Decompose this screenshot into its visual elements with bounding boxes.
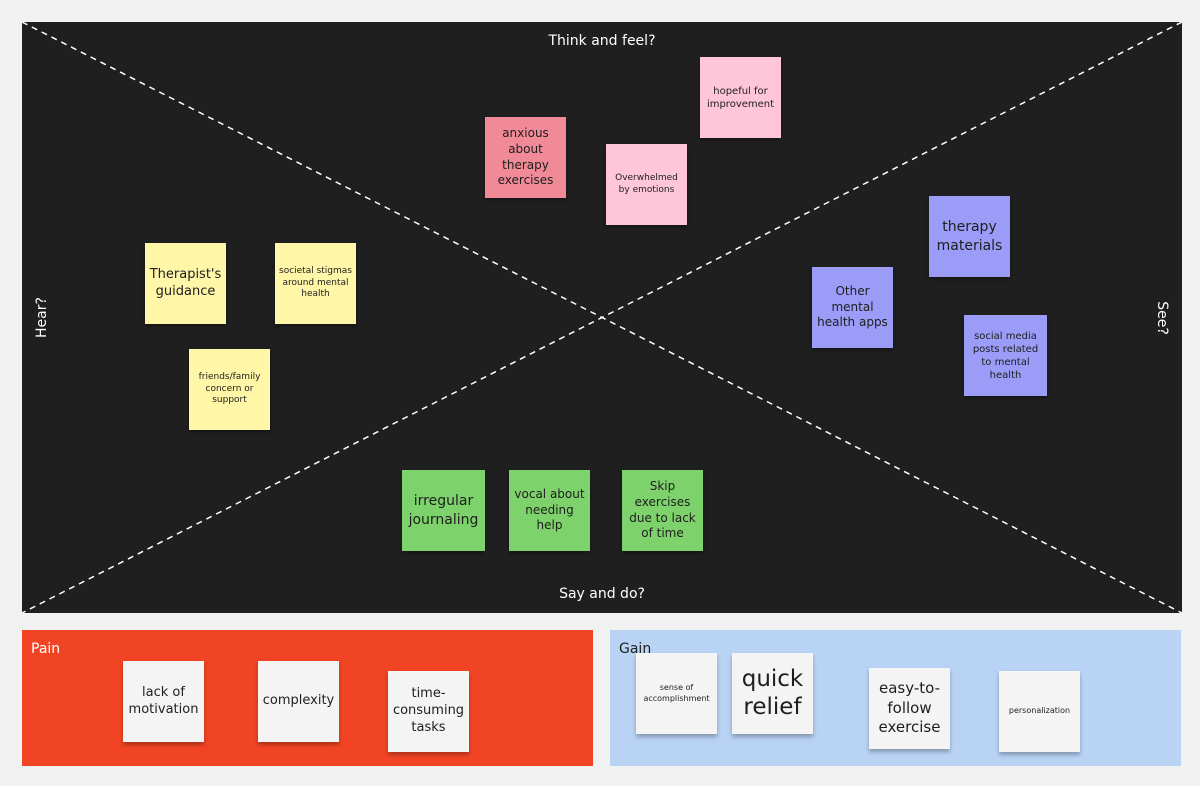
sticky-note[interactable]: hopeful for improvement (700, 57, 781, 138)
diagonal-line-2 (22, 22, 1182, 613)
sticky-note[interactable]: social media posts related to mental hea… (964, 315, 1047, 396)
sticky-note[interactable]: sense of accomplishment (636, 653, 717, 734)
sticky-note[interactable]: Other mental health apps (812, 267, 893, 348)
quadrant-diagonals (22, 22, 1182, 613)
sticky-note[interactable]: personalization (999, 671, 1080, 752)
sticky-note[interactable]: lack of motivation (123, 661, 204, 742)
sticky-note[interactable]: anxious about therapy exercises (485, 117, 566, 198)
sticky-note[interactable]: Skip exercises due to lack of time (622, 470, 703, 551)
sticky-note[interactable]: vocal about needing help (509, 470, 590, 551)
sticky-note[interactable]: friends/family concern or support (189, 349, 270, 430)
empathy-map-board: Think and feel? Say and do? Hear? See? a… (22, 22, 1182, 613)
sticky-note[interactable]: complexity (258, 661, 339, 742)
sticky-note[interactable]: societal stigmas around mental health (275, 243, 356, 324)
sticky-note[interactable]: Overwhelmed by emotions (606, 144, 687, 225)
quadrant-label-say-do: Say and do? (559, 586, 645, 602)
sticky-note[interactable]: easy-to-follow exercise (869, 668, 950, 749)
sticky-note[interactable]: Therapist's guidance (145, 243, 226, 324)
quadrant-label-think-feel: Think and feel? (548, 33, 656, 49)
sticky-note[interactable]: irregular journaling (402, 470, 485, 551)
pain-panel: Pain lack of motivation complexity time-… (22, 630, 593, 766)
pain-title: Pain (31, 641, 61, 657)
quadrant-label-hear: Hear? (34, 297, 50, 338)
sticky-note[interactable]: therapy materials (929, 196, 1010, 277)
gain-panel: Gain sense of accomplishment quick relie… (610, 630, 1181, 766)
quadrant-label-see: See? (1154, 301, 1170, 335)
sticky-note[interactable]: time-consuming tasks (388, 671, 469, 752)
sticky-note[interactable]: quick relief (732, 653, 813, 734)
